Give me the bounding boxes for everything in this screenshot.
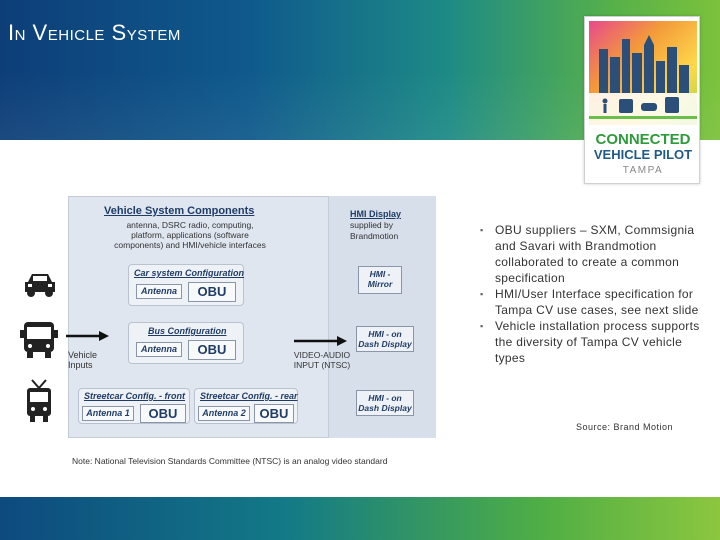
slide-title: In Vehicle System (8, 20, 181, 45)
vehicle-system-diagram: Vehicle System Components antenna, DSRC … (0, 180, 450, 475)
streetcar-rear-antenna: Antenna 2 (198, 406, 250, 421)
source-citation: Source: Brand Motion (576, 422, 674, 432)
streetcar-rear-obu: OBU (254, 404, 294, 423)
streetcar-front-antenna: Antenna 1 (82, 406, 134, 421)
bus-config-label: Bus Configuration (148, 326, 227, 336)
footer-banner (0, 497, 720, 540)
ntsc-note: Note: National Television Standards Comm… (72, 456, 388, 466)
streetcar-icon (27, 379, 51, 422)
bullet-list: OBU suppliers – SXM, Commsignia and Sava… (480, 222, 700, 366)
bullet-item: HMI/User Interface specification for Tam… (480, 286, 700, 318)
connected-vehicle-pilot-logo: CONNECTED VEHICLE PILOT TAMPA (584, 16, 700, 184)
hmi-description: supplied by Brandmotion (350, 220, 399, 241)
car-icon (25, 274, 55, 297)
bullet-item: OBU suppliers – SXM, Commsignia and Sava… (480, 222, 700, 286)
streetcar-rear-label: Streetcar Config. - rear (200, 391, 298, 401)
bus-obu: OBU (188, 340, 236, 360)
streetcar-front-label: Streetcar Config. - front (84, 391, 186, 401)
hmi-dash-box-2: HMI - on Dash Display (356, 390, 414, 416)
streetcar-front-obu: OBU (140, 404, 186, 423)
video-audio-input-label: VIDEO-AUDIO INPUT (NTSC) (293, 350, 351, 370)
bullet-item: Vehicle installation process supports th… (480, 318, 700, 366)
logo-text-tampa: TAMPA (622, 165, 664, 176)
hmi-mirror-box: HMI - Mirror (358, 266, 402, 294)
car-antenna: Antenna (136, 284, 182, 299)
skyline-icon (589, 21, 697, 125)
car-obu: OBU (188, 282, 236, 302)
logo-text-connected: CONNECTED (595, 131, 691, 148)
arrow-right-icon (294, 336, 347, 346)
bus-icon (20, 322, 58, 358)
components-description: antenna, DSRC radio, computing, platform… (114, 220, 266, 250)
vehicle-inputs-label: Vehicle Inputs (68, 350, 98, 370)
arrow-right-icon (66, 331, 109, 341)
hmi-title: HMI Display (350, 209, 402, 219)
hmi-dash-box-1: HMI - on Dash Display (356, 326, 414, 352)
logo-text-vehicle-pilot: VEHICLE PILOT (593, 147, 693, 162)
bus-antenna: Antenna (136, 342, 182, 357)
components-title: Vehicle System Components (104, 205, 255, 217)
car-config-label: Car system Configuration (134, 268, 245, 278)
